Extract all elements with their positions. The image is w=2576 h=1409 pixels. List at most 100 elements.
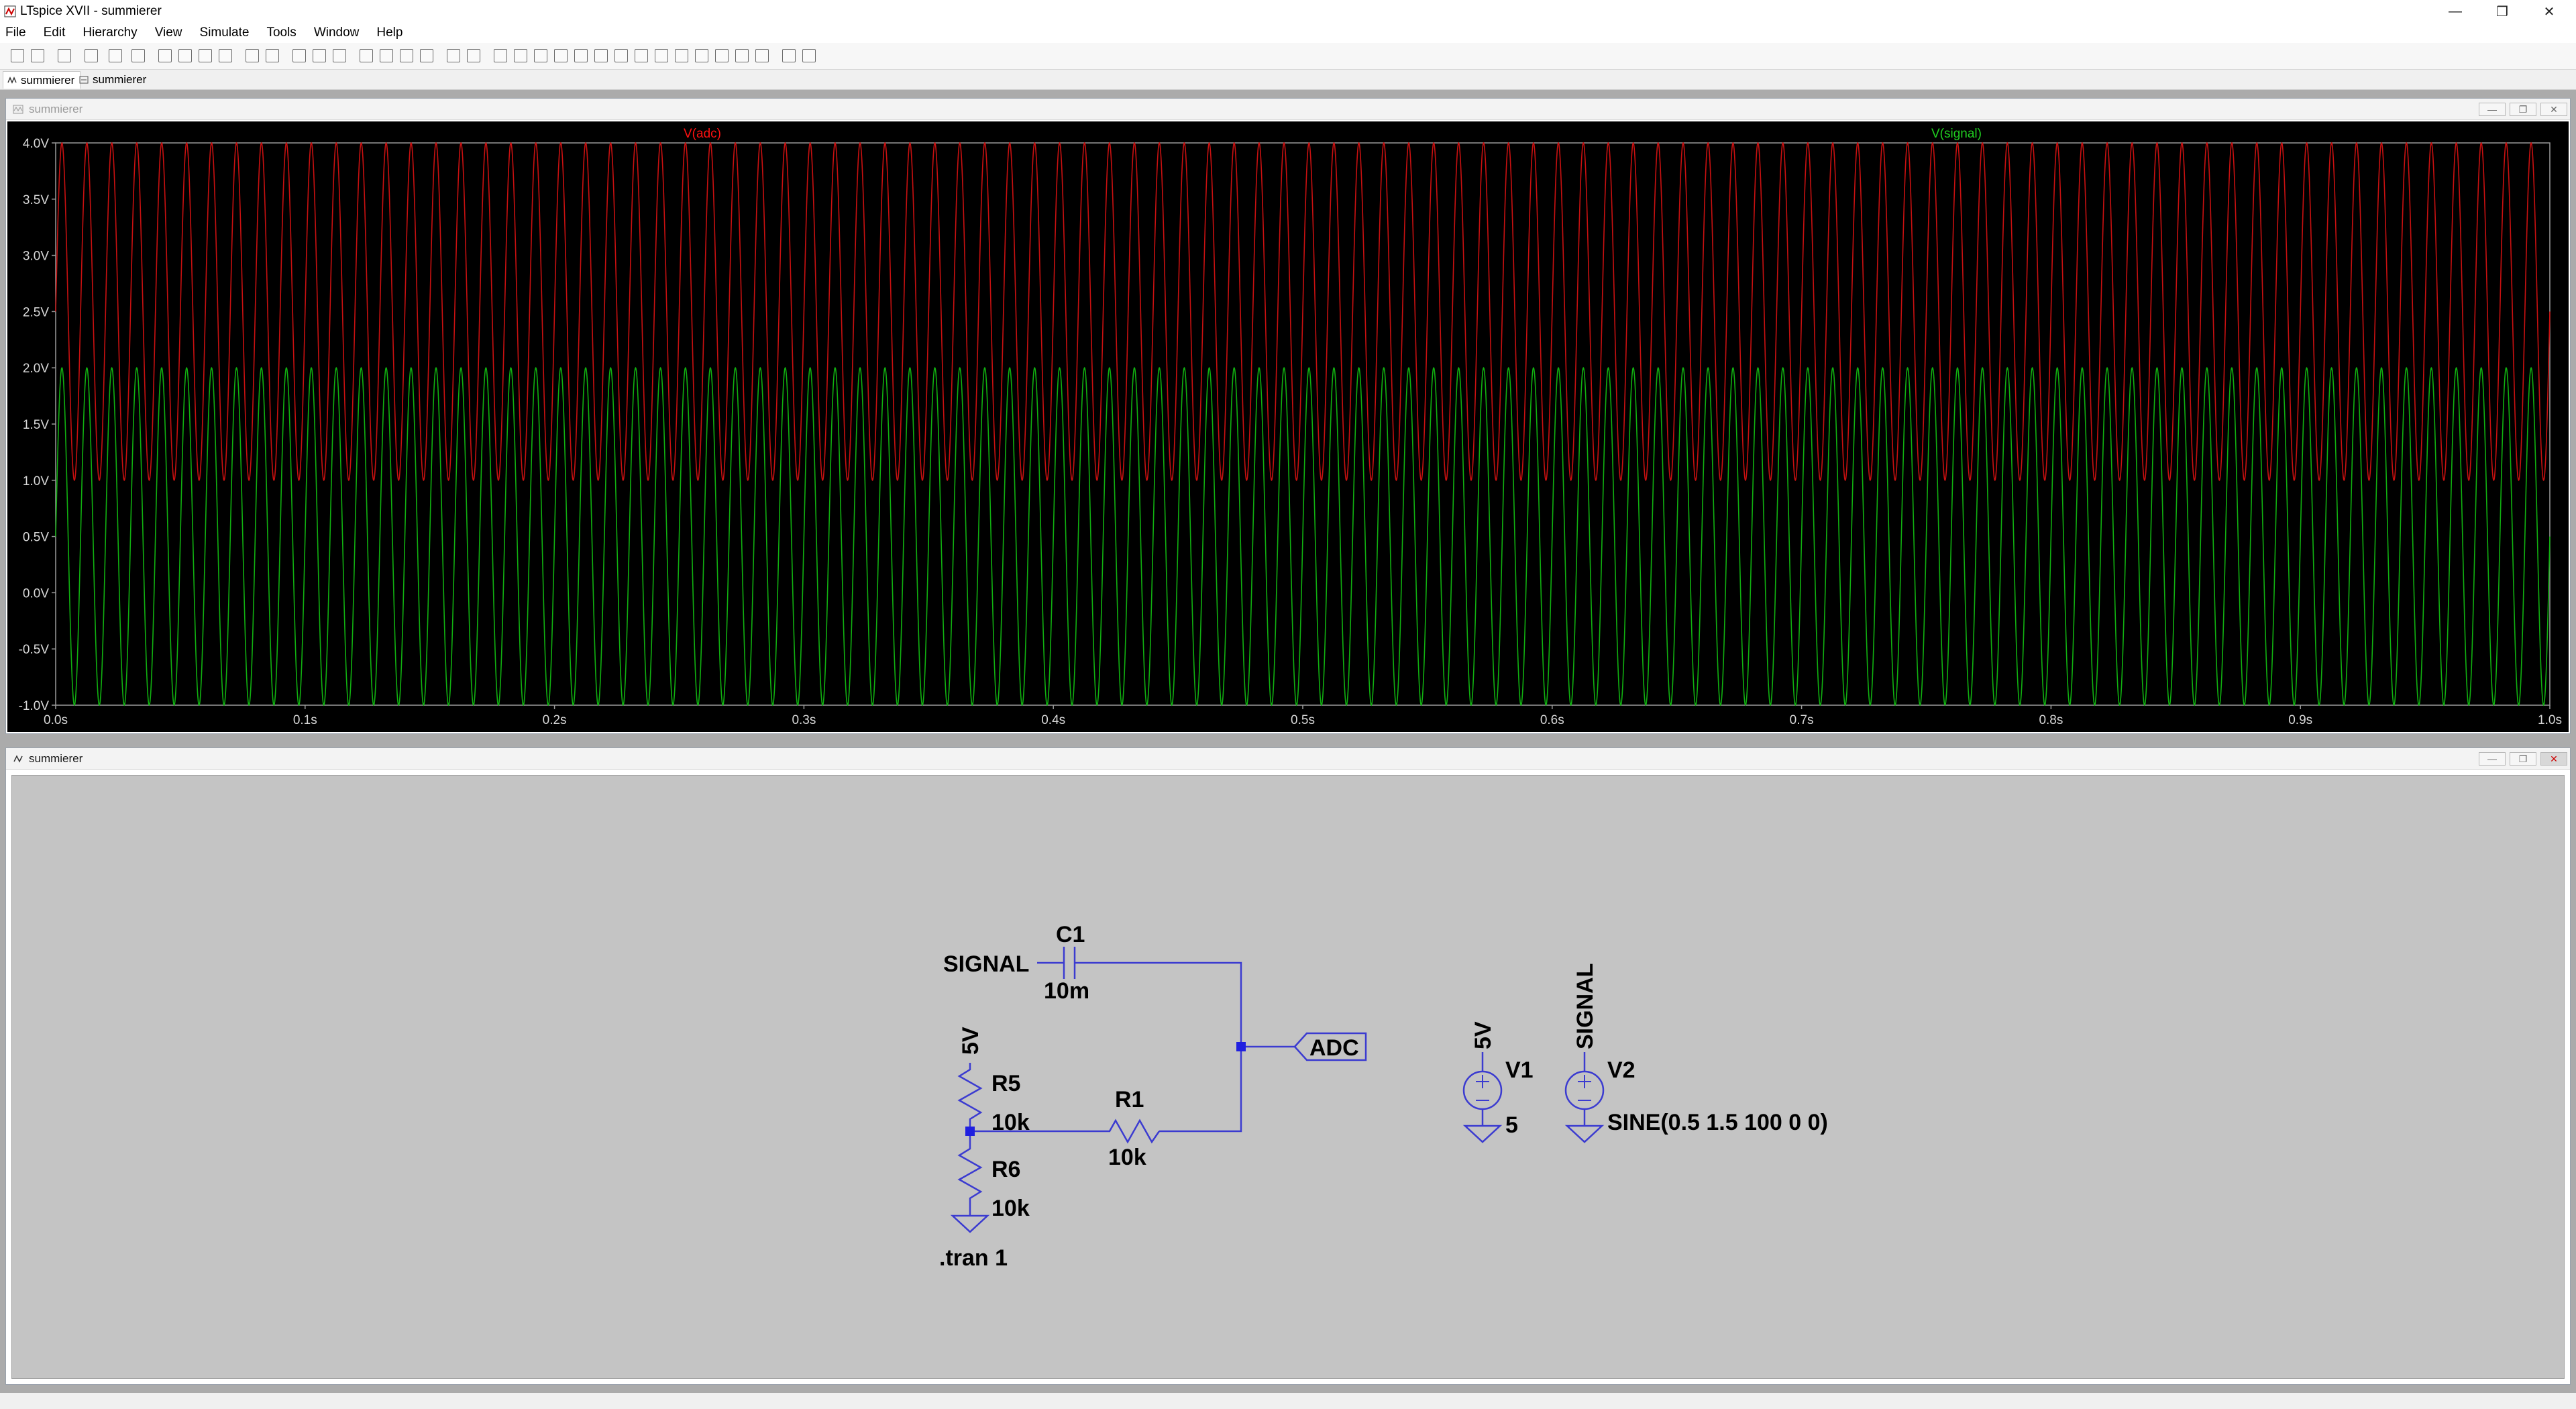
zoom-in-icon[interactable]	[158, 49, 172, 62]
ground-symbol	[1462, 1125, 1503, 1143]
text-icon[interactable]	[782, 49, 796, 62]
ground-symbol	[950, 1214, 990, 1233]
spice-directive-icon[interactable]	[802, 49, 816, 62]
rotate-icon[interactable]	[735, 49, 749, 62]
resistor-icon[interactable]	[554, 49, 568, 62]
tile-vertical-icon[interactable]	[313, 49, 326, 62]
delete-trace-icon[interactable]	[266, 49, 279, 62]
trace-label: V(signal)	[1931, 127, 1982, 141]
v2-name: V2	[1607, 1057, 1635, 1083]
trace-v-adc-	[55, 142, 2551, 481]
y-tick-label: 1.0V	[23, 474, 49, 488]
tab-plot-summierer[interactable]: summierer	[3, 71, 81, 89]
menu-view[interactable]: View	[154, 25, 182, 40]
label-net-icon[interactable]	[534, 49, 547, 62]
save-icon[interactable]	[58, 49, 71, 62]
status-bar	[0, 1393, 2576, 1409]
print-icon[interactable]	[447, 49, 460, 62]
toolbar	[0, 43, 2576, 70]
x-tick-label: 0.1s	[293, 713, 317, 727]
x-tick-label: 0.5s	[1291, 713, 1315, 727]
schematic-restore-button[interactable]: ❐	[2510, 752, 2536, 766]
find-icon[interactable]	[420, 49, 433, 62]
open-icon[interactable]	[31, 49, 44, 62]
draw-wire-icon[interactable]	[494, 49, 507, 62]
waveform-icon	[7, 76, 17, 84]
schematic-drawing[interactable]: SIGNAL C1 10m 5V R5 10k R6 10k R1 10k AD…	[12, 776, 2565, 1379]
new-schematic-icon[interactable]	[11, 49, 24, 62]
waveform-close-button[interactable]: ✕	[2540, 103, 2567, 116]
document-tabs: summierer summierer	[0, 70, 2576, 90]
copy-icon[interactable]	[380, 49, 393, 62]
menu-bar: File Edit Hierarchy View Simulate Tools …	[0, 23, 2576, 43]
mirror-icon[interactable]	[755, 49, 769, 62]
schematic-icon	[13, 754, 23, 763]
minimize-button[interactable]: —	[2449, 3, 2462, 19]
schematic-close-button[interactable]: ✕	[2540, 752, 2567, 766]
close-button[interactable]: ✕	[2543, 4, 2555, 19]
r6-value: 10k	[991, 1196, 1030, 1221]
waveform-window-title: summierer	[29, 102, 83, 115]
zoom-fit-icon[interactable]	[219, 49, 232, 62]
drag-icon[interactable]	[675, 49, 688, 62]
r1-name: R1	[1115, 1087, 1144, 1112]
waveform-minimize-button[interactable]: —	[2479, 103, 2506, 116]
x-tick-label: 0.0s	[44, 713, 68, 727]
menu-help[interactable]: Help	[376, 25, 403, 40]
v2-net-label: SIGNAL	[1572, 963, 1598, 1049]
schematic-icon	[79, 76, 89, 84]
ltspice-app-icon	[4, 5, 16, 17]
restore-button[interactable]: ❐	[2496, 4, 2508, 19]
paste-icon[interactable]	[400, 49, 413, 62]
menu-tools[interactable]: Tools	[266, 25, 297, 40]
tab-label: summierer	[93, 73, 147, 86]
x-tick-label: 1.0s	[2538, 713, 2562, 727]
tran-directive[interactable]: .tran 1	[939, 1245, 1008, 1271]
waveform-restore-button[interactable]: ❐	[2510, 103, 2536, 116]
schematic-window: summierer — ❐ ✕	[5, 747, 2571, 1385]
tile-horizontal-icon[interactable]	[292, 49, 306, 62]
x-tick-label: 0.8s	[2039, 713, 2063, 727]
menu-simulate[interactable]: Simulate	[199, 25, 250, 40]
move-icon[interactable]	[655, 49, 668, 62]
cut-icon[interactable]	[360, 49, 373, 62]
waveform-chart[interactable]: 4.0V3.5V3.0V2.5V2.0V1.5V1.0V0.5V0.0V-0.5…	[7, 121, 2569, 732]
v1-name: V1	[1505, 1057, 1534, 1083]
menu-hierarchy[interactable]: Hierarchy	[83, 25, 138, 40]
junction-dot	[965, 1127, 975, 1136]
menu-window[interactable]: Window	[313, 25, 360, 40]
autorange-icon[interactable]	[246, 49, 259, 62]
halt-icon[interactable]	[131, 49, 145, 62]
inductor-icon[interactable]	[594, 49, 608, 62]
v1-net-label: 5V	[1470, 1021, 1496, 1049]
trace-v-signal-	[55, 367, 2551, 707]
component-icon[interactable]	[635, 49, 648, 62]
y-tick-label: 1.5V	[23, 418, 49, 432]
undo-icon[interactable]	[695, 49, 708, 62]
y-tick-label: 3.5V	[23, 193, 49, 207]
r5-value: 10k	[991, 1110, 1030, 1135]
waveform-icon	[13, 105, 23, 113]
schematic-minimize-button[interactable]: —	[2479, 752, 2506, 766]
print-preview-icon[interactable]	[467, 49, 480, 62]
menu-edit[interactable]: Edit	[43, 25, 66, 40]
menu-file[interactable]: File	[5, 25, 26, 40]
schematic-canvas[interactable]: SIGNAL C1 10m 5V R5 10k R6 10k R1 10k AD…	[11, 775, 2565, 1379]
adc-port-flag	[1293, 1032, 1367, 1061]
diode-icon[interactable]	[614, 49, 628, 62]
window-title: LTspice XVII - summierer	[20, 4, 162, 18]
control-panel-icon[interactable]	[85, 49, 98, 62]
run-icon[interactable]	[109, 49, 122, 62]
redo-icon[interactable]	[715, 49, 729, 62]
pan-icon[interactable]	[178, 49, 192, 62]
ground-icon[interactable]	[514, 49, 527, 62]
r6-resistor	[957, 1131, 983, 1216]
x-tick-label: 0.2s	[543, 713, 567, 727]
capacitor-icon[interactable]	[574, 49, 588, 62]
tab-schematic-summierer[interactable]: summierer	[75, 71, 152, 89]
cascade-icon[interactable]	[333, 49, 346, 62]
zoom-out-icon[interactable]	[199, 49, 212, 62]
r5-name: R5	[991, 1071, 1020, 1096]
